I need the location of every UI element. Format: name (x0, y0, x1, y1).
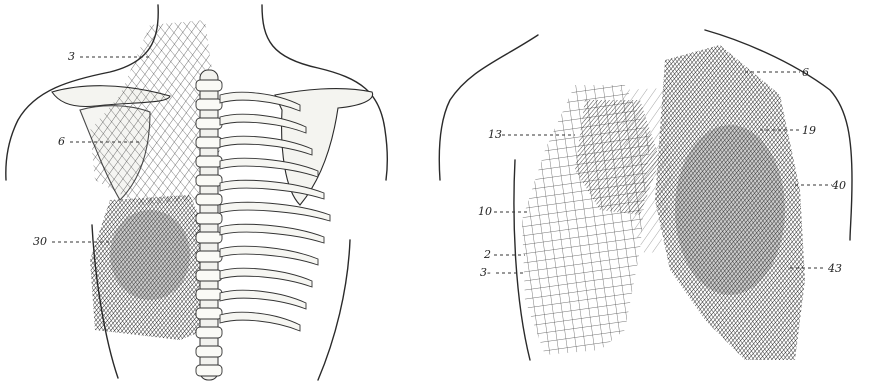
vertebra (196, 232, 222, 243)
vertebra (196, 175, 222, 186)
rib (220, 202, 330, 221)
rib (220, 268, 312, 287)
vertebra (196, 308, 222, 319)
label-13: 13 (488, 128, 502, 141)
left-lower-shadow (110, 210, 190, 300)
label-43: 43 (827, 262, 842, 275)
vertebra (196, 156, 222, 167)
vertebra (196, 289, 222, 300)
vertebra (196, 365, 222, 376)
label-3: 3 (68, 50, 75, 63)
label-19: 19 (802, 124, 816, 137)
rib (220, 290, 306, 309)
rib (220, 224, 324, 243)
label-6-right: 6 (802, 66, 809, 79)
vertebra (196, 99, 222, 110)
lung-right-shadow (675, 125, 785, 295)
right-panel: 13 10 2 3- 6 19 40 43 (439, 30, 852, 360)
right-shoulder-left (439, 35, 538, 180)
label-30: 30 (33, 235, 47, 248)
rib (220, 312, 300, 331)
left-flank-right (318, 240, 350, 380)
rib (220, 246, 318, 265)
vertebra (196, 270, 222, 281)
label-10: 10 (478, 205, 492, 218)
vertebra (196, 346, 222, 357)
label-2: 2 (483, 248, 491, 261)
vertebra (196, 80, 222, 91)
vertebra (196, 213, 222, 224)
vertebra (196, 251, 222, 262)
vertebra (196, 118, 222, 129)
label-40: 40 (831, 179, 846, 192)
vertebra (196, 327, 222, 338)
vertebra (196, 137, 222, 148)
label-6: 6 (58, 135, 65, 148)
vertebra (196, 194, 222, 205)
label-3-right: 3- (480, 266, 491, 279)
left-panel: 3 6 30 (6, 5, 388, 380)
spine (196, 70, 222, 380)
